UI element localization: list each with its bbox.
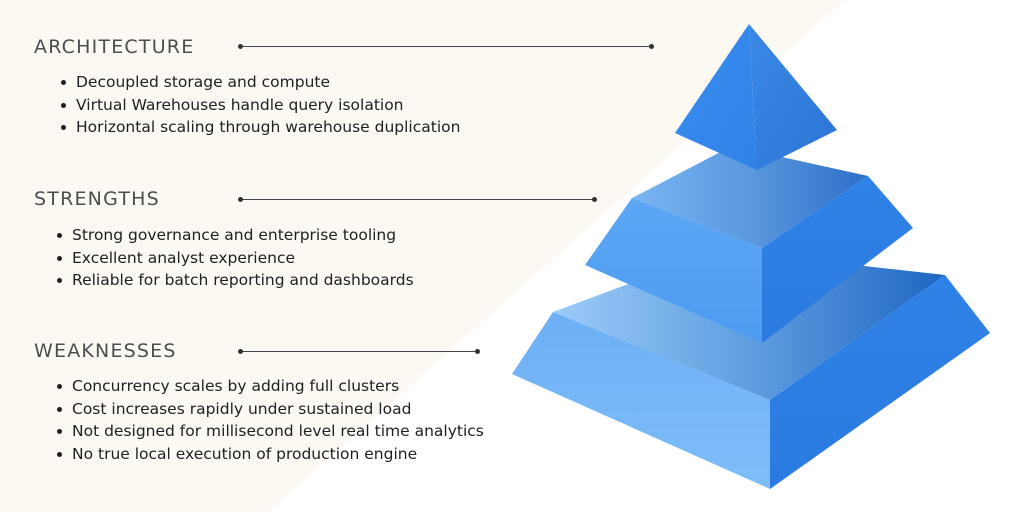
section-title-strengths: STRENGTHS	[34, 188, 160, 210]
strengths-list: Strong governance and enterprise tooling…	[54, 224, 414, 292]
list-item: Cost increases rapidly under sustained l…	[54, 398, 484, 421]
connector-dot	[238, 349, 243, 354]
section-title-architecture: ARCHITECTURE	[34, 36, 195, 58]
pyramid-tier-middle	[585, 146, 913, 343]
list-item: No true local execution of production en…	[54, 443, 484, 466]
section-title-weaknesses: WEAKNESSES	[34, 340, 177, 362]
list-item: Not designed for millisecond level real …	[54, 420, 484, 443]
architecture-list: Decoupled storage and compute Virtual Wa…	[58, 71, 460, 139]
connector-dot	[238, 44, 243, 49]
list-item: Virtual Warehouses handle query isolatio…	[58, 94, 460, 117]
list-item: Strong governance and enterprise tooling	[54, 224, 414, 247]
architecture-connector-line	[238, 44, 654, 49]
list-item: Reliable for batch reporting and dashboa…	[54, 269, 414, 292]
list-item: Excellent analyst experience	[54, 247, 414, 270]
connector-dot	[592, 197, 597, 202]
connector-dot	[649, 44, 654, 49]
connector-dot	[238, 197, 243, 202]
strengths-connector-line	[238, 197, 597, 202]
weaknesses-connector-line	[238, 349, 480, 354]
weaknesses-list: Concurrency scales by adding full cluste…	[54, 375, 484, 465]
pyramid-tier-top	[675, 24, 837, 170]
connector-dot	[475, 349, 480, 354]
list-item: Horizontal scaling through warehouse dup…	[58, 116, 460, 139]
list-item: Decoupled storage and compute	[58, 71, 460, 94]
list-item: Concurrency scales by adding full cluste…	[54, 375, 484, 398]
